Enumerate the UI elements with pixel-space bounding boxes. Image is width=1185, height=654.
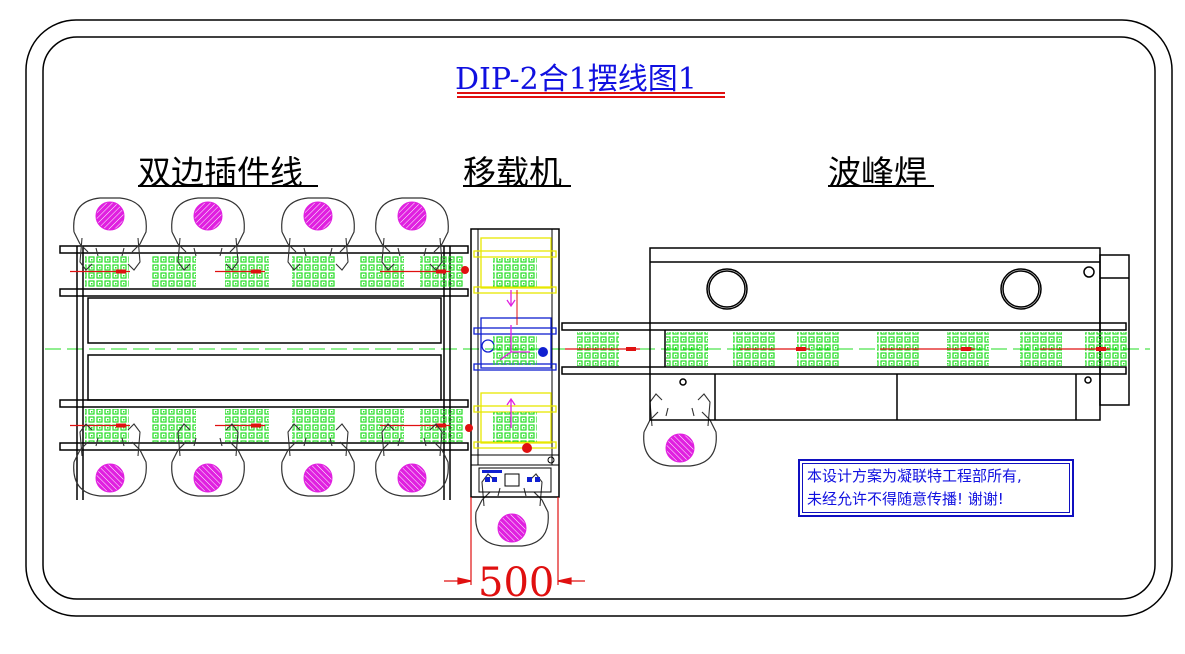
operator (643, 393, 717, 467)
copyright-notice: 本设计方案为凝联特工程部所有, 未经允许不得随意传播! 谢谢! (798, 459, 1074, 517)
arrow-head (436, 423, 446, 428)
operator (73, 423, 147, 497)
head (303, 463, 333, 493)
arrow-head (436, 269, 446, 274)
arrow-head (116, 423, 126, 428)
dimension-marker (444, 497, 585, 585)
arrow-head (116, 269, 126, 274)
head (303, 201, 333, 231)
outer-frame (25, 19, 1173, 617)
transfer-machine (461, 228, 560, 498)
drawing-title: DIP-2合1摆线图1 (455, 62, 697, 97)
insertion-pcbs (70, 255, 464, 442)
pcb-board (152, 255, 196, 288)
operator (281, 423, 355, 497)
notice-line-2: 未经允许不得随意传播! 谢谢! (807, 490, 1004, 508)
head (95, 201, 125, 231)
insertion-line (59, 245, 469, 500)
pcb-board (152, 409, 196, 442)
arrow-head (796, 347, 806, 351)
operator (73, 197, 147, 271)
pcb-board (292, 255, 336, 288)
arrow-head (1096, 347, 1106, 351)
operator (171, 423, 245, 497)
label-insertion-line-underline (138, 185, 318, 187)
head (193, 463, 223, 493)
title-underline (457, 92, 725, 98)
head (95, 463, 125, 493)
inner-frame (42, 36, 1156, 600)
head (397, 463, 427, 493)
pcb-board (666, 332, 708, 366)
operator (475, 473, 549, 547)
arrow-head (251, 423, 261, 428)
head (497, 513, 527, 543)
head (193, 201, 223, 231)
operator (281, 197, 355, 271)
head (397, 201, 427, 231)
wave-pcbs (565, 332, 1127, 366)
operator (375, 423, 449, 497)
label-wave-soldering-underline (828, 185, 934, 187)
pcb-board (292, 409, 336, 442)
operator (171, 197, 245, 271)
dimension-label: 500 (478, 560, 555, 606)
label-transfer-machine-underline (463, 185, 571, 187)
head (665, 433, 695, 463)
arrow-head (626, 347, 636, 351)
arrow-head (251, 269, 261, 274)
operator (375, 197, 449, 271)
notice-line-1: 本设计方案为凝联特工程部所有, (807, 467, 1022, 485)
operators (73, 197, 717, 547)
arrow-head (961, 347, 971, 351)
